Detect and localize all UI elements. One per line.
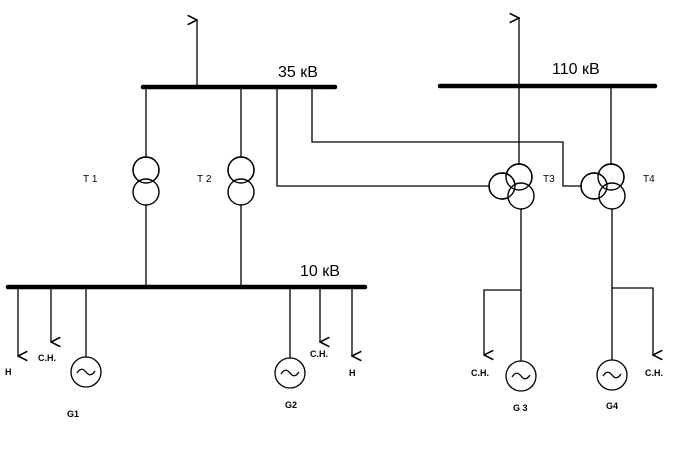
t4-label: Т4 xyxy=(643,174,655,185)
bus-10kv-label: 10 кВ xyxy=(300,263,340,280)
bus-110kv-label: 110 кВ xyxy=(552,61,600,78)
t4-35kv-feeder xyxy=(311,87,585,187)
g3-sine-icon xyxy=(511,372,531,380)
t3-winding-hv-outline xyxy=(505,163,533,191)
t3-35kv-feeder xyxy=(276,87,501,187)
t2-winding-upper-outline xyxy=(227,156,255,184)
g1-label: G1 xyxy=(67,409,79,419)
t2-label: Т 2 xyxy=(197,174,212,185)
t4-winding-hv-outline xyxy=(597,163,625,191)
load-sn-left-label: С.Н. xyxy=(38,353,56,363)
g3-label: G 3 xyxy=(513,403,528,413)
load-sn-g3-arrow xyxy=(484,289,521,355)
g4-label: G4 xyxy=(606,401,618,411)
g4-sine-icon xyxy=(602,371,622,379)
t3-label: Т3 xyxy=(543,174,555,185)
load-sn-g2-label: С.Н. xyxy=(310,349,328,359)
t4-winding-mv-outline xyxy=(580,172,608,200)
load-n-right-label: Н xyxy=(349,368,356,378)
bus-35kv-label: 35 кВ xyxy=(278,64,318,81)
t1-label: Т 1 xyxy=(83,174,98,185)
load-sn-g4-label: С.Н. xyxy=(645,368,663,378)
load-n-left-label: Н xyxy=(5,367,12,377)
t3-winding-lv xyxy=(507,182,535,210)
t3-winding-mv-outline xyxy=(488,172,516,200)
g2-label: G2 xyxy=(285,400,297,410)
load-sn-g3-label: С.Н. xyxy=(471,368,489,378)
t1-winding-upper-outline xyxy=(132,156,160,184)
load-sn-g4-arrow xyxy=(612,287,653,355)
g2-sine-icon xyxy=(280,369,300,377)
g1-sine-icon xyxy=(76,368,96,376)
